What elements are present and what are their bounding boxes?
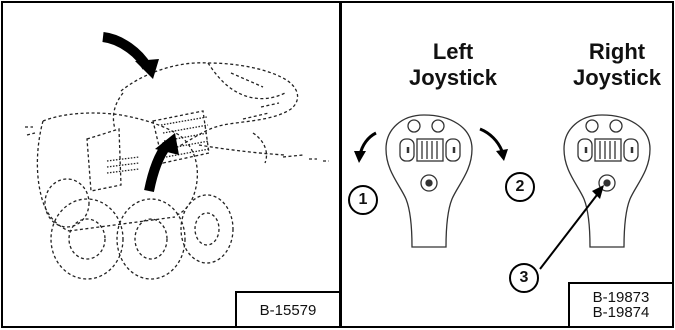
left-joystick-heading: Left Joystick <box>408 39 498 90</box>
callout-3: 3 <box>509 263 539 293</box>
callout-1: 1 <box>348 185 378 215</box>
rotate-left-arrow-icon <box>354 131 377 163</box>
callout-leader-line <box>539 185 604 270</box>
rotate-right-arrow-icon <box>479 127 508 161</box>
joystick-figure-panel: Left Joystick Right Joystick <box>340 1 674 328</box>
loader-figure-panel: B-15579 <box>1 1 341 328</box>
right-joystick-heading: Right Joystick <box>572 39 662 90</box>
right-joystick-grip-icon <box>563 114 651 248</box>
joystick-illustration <box>354 114 651 270</box>
figure-tag: B-19873 B-19874 <box>568 282 672 326</box>
callout-2: 2 <box>505 172 535 202</box>
figure-tag-text: B-19874 <box>592 304 650 321</box>
skid-steer-loader-illustration <box>25 32 329 280</box>
figure-tag-text: B-19873 <box>592 289 650 306</box>
curved-arrow-icon <box>102 32 159 79</box>
figure-tag-text: B-15579 <box>259 302 317 319</box>
left-joystick-grip-icon <box>385 114 473 248</box>
figure-tag: B-15579 <box>235 291 339 326</box>
curved-arrow-icon <box>144 133 179 193</box>
